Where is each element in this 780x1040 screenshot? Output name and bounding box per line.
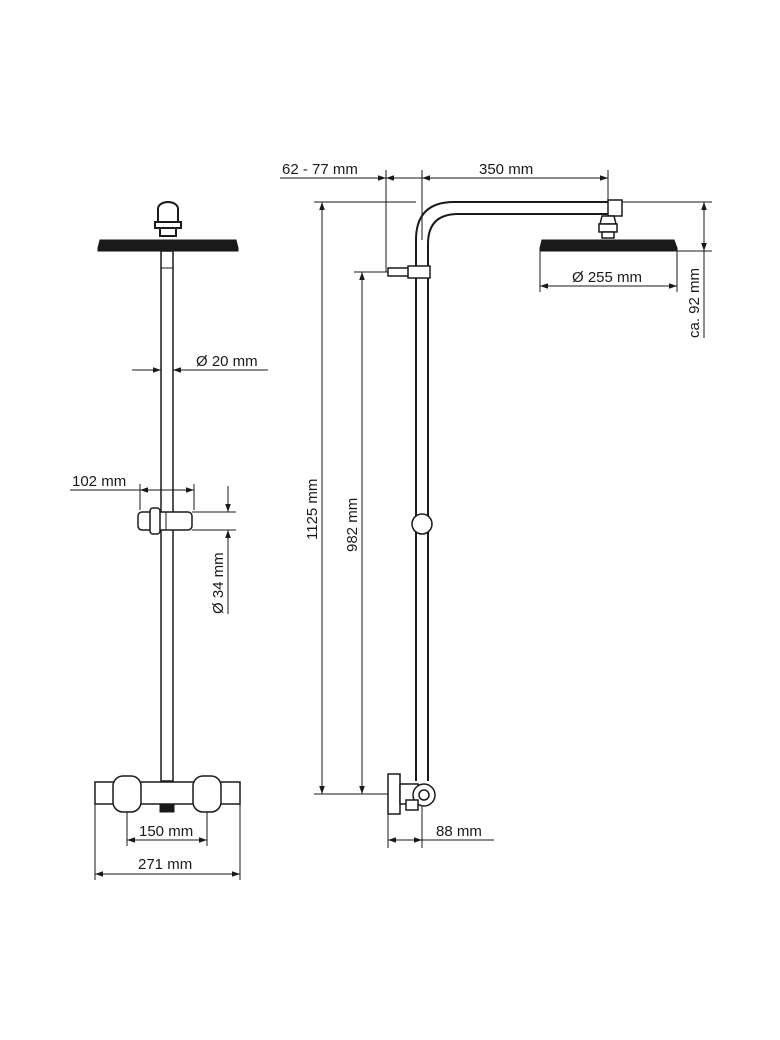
head-height-label: ca. 92 mm <box>686 268 703 338</box>
holder-diameter-label: Ø 34 mm <box>210 552 227 614</box>
dim-arm-length: 350 mm <box>421 161 609 240</box>
front-slide-holder <box>137 507 193 535</box>
dim-holder-width: 102 mm <box>70 473 195 510</box>
dim-head-height: ca. 92 mm <box>622 201 712 338</box>
side-shower-head <box>539 239 678 252</box>
side-head-connector <box>598 215 618 239</box>
dim-holder-diameter: Ø 34 mm <box>192 486 236 614</box>
holder-width-label: 102 mm <box>72 473 126 490</box>
side-riser-arm <box>415 199 623 781</box>
dim-head-diameter: Ø 255 mm <box>539 251 678 292</box>
side-mixer <box>387 773 436 815</box>
inlet-spacing-label: 150 mm <box>139 823 193 840</box>
dim-mixer-depth: 88 mm <box>387 806 494 848</box>
mixer-width-label: 271 mm <box>138 856 192 873</box>
pipe-diameter-label: Ø 20 mm <box>196 353 258 370</box>
pipe-height-label: 982 mm <box>344 498 361 552</box>
dim-total-height: 1125 mm <box>304 201 416 795</box>
dim-wall-offset: 62 - 77 mm <box>280 161 422 272</box>
side-view: 62 - 77 mm 350 mm Ø 255 mm ca. 92 mm <box>280 161 712 848</box>
dim-pipe-diameter: Ø 20 mm <box>132 353 268 373</box>
wall-offset-label: 62 - 77 mm <box>282 161 358 178</box>
front-head-fitting <box>154 201 182 237</box>
dim-mixer-width: 271 mm <box>94 804 241 880</box>
dim-inlet-spacing: 150 mm <box>126 812 208 846</box>
mixer-depth-label: 88 mm <box>436 823 482 840</box>
dim-pipe-height: 982 mm <box>344 271 388 794</box>
total-height-label: 1125 mm <box>304 479 321 540</box>
side-wall-bracket <box>387 265 431 279</box>
head-diameter-label: Ø 255 mm <box>572 269 642 286</box>
front-view: Ø 20 mm 102 mm Ø 34 mm 150 mm <box>70 201 268 880</box>
front-shower-head <box>97 239 239 252</box>
front-mixer <box>94 775 241 813</box>
side-holder-knob <box>411 513 433 535</box>
arm-length-label: 350 mm <box>479 161 533 178</box>
